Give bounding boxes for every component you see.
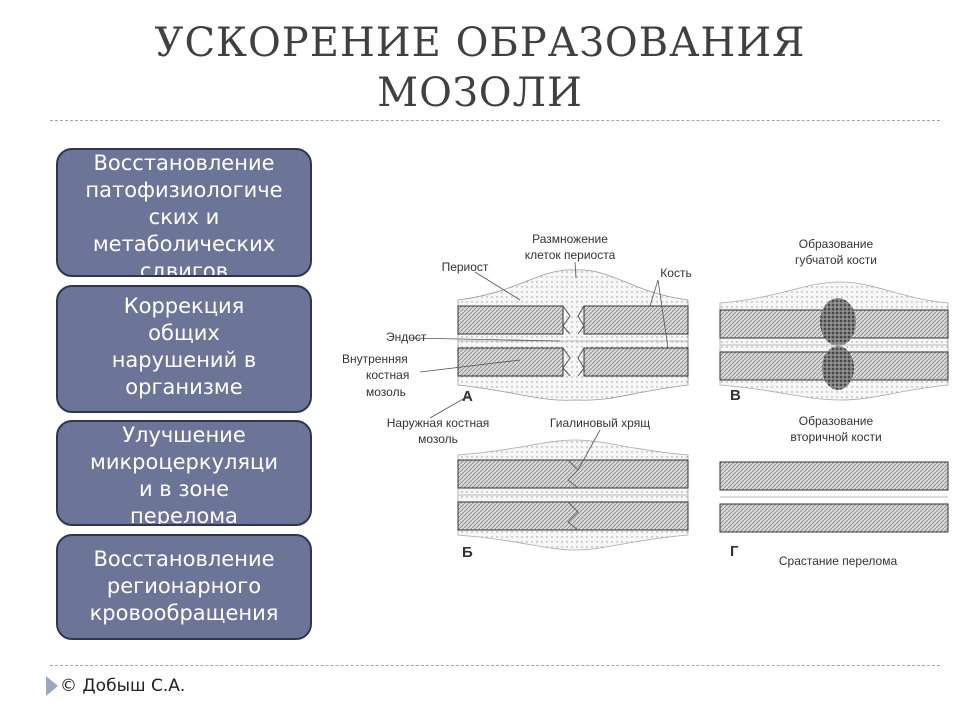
panel-b-illustration: [457, 439, 689, 551]
panel-g-illustration: [719, 461, 949, 533]
box-line: регионарного: [106, 574, 262, 598]
box-line: Улучшение: [122, 423, 246, 447]
triangle-bullet-icon: [46, 676, 58, 696]
panel-label-a: А: [462, 388, 473, 405]
box-metabolic-recovery: Восстановление патофизиологиче ских и ме…: [56, 148, 312, 277]
label-hyaline: Гиалиновый хрящ: [550, 416, 650, 430]
panel-a-leaders: [409, 261, 669, 419]
label-secondary-2: вторичной кости: [790, 430, 881, 444]
box-general-correction: Коррекция общих нарушений в организме: [56, 285, 312, 413]
box-line: кровообращения: [89, 601, 279, 625]
label-proliferation-2: клеток периоста: [525, 248, 616, 262]
label-secondary-1: Образование: [799, 414, 874, 428]
label-spongy-1: Образование: [799, 237, 874, 251]
box-line: Восстановление: [93, 547, 275, 571]
label-bone: Кость: [660, 266, 691, 280]
footer-copyright: © Добыш С.А.: [60, 676, 186, 696]
panel-b-leaders: [577, 429, 601, 471]
label-inner-callus-2: костная: [366, 368, 409, 382]
box-line: ских и: [148, 205, 220, 229]
box-line: сдвигов: [139, 259, 229, 277]
panel-label-v: В: [730, 387, 741, 404]
panel-a-illustration: [457, 269, 689, 401]
box-line: патофизиологиче: [85, 178, 283, 202]
bottom-divider: [50, 665, 940, 666]
box-line: общих: [148, 321, 220, 345]
panel-label-b: Б: [462, 544, 473, 561]
label-spongy-2: губчатой кости: [795, 253, 877, 267]
label-fusion: Срастание перелома: [779, 554, 898, 568]
panel-v-illustration: [719, 281, 949, 401]
box-line: Восстановление: [93, 151, 275, 175]
box-line: нарушений в: [111, 348, 257, 372]
label-outer-callus-2: мозоль: [418, 432, 458, 446]
label-endost: Эндост: [386, 330, 427, 344]
box-line: Коррекция: [123, 294, 245, 318]
top-divider: [50, 120, 940, 121]
panel-label-g: Г: [730, 543, 739, 560]
title-line-1: УСКОРЕНИЕ ОБРАЗОВАНИЯ: [154, 20, 806, 66]
label-periost: Периост: [442, 260, 489, 274]
label-outer-callus-1: Наружная костная: [387, 416, 490, 430]
label-inner-callus-1: Внутренняя: [342, 352, 408, 366]
box-line: и в зоне: [138, 477, 230, 501]
box-line: микроцеркуляци: [89, 450, 278, 474]
label-proliferation-1: Размножение: [532, 232, 608, 246]
title-line-2: МОЗОЛИ: [377, 70, 583, 116]
box-microcirculation: Улучшение микроцеркуляци и в зоне перело…: [56, 420, 312, 526]
fracture-healing-diagram: Периост Размножение клеток периоста Кост…: [342, 232, 949, 568]
box-regional-circulation: Восстановление регионарного кровообращен…: [56, 534, 312, 640]
box-line: метаболических: [92, 232, 276, 256]
box-line: организме: [125, 375, 243, 399]
box-line: перелома: [130, 504, 238, 526]
label-inner-callus-3: мозоль: [366, 385, 406, 399]
slide-title: УСКОРЕНИЕ ОБРАЗОВАНИЯ МОЗОЛИ: [0, 18, 960, 118]
footer: © Добыш С.А.: [46, 676, 185, 696]
